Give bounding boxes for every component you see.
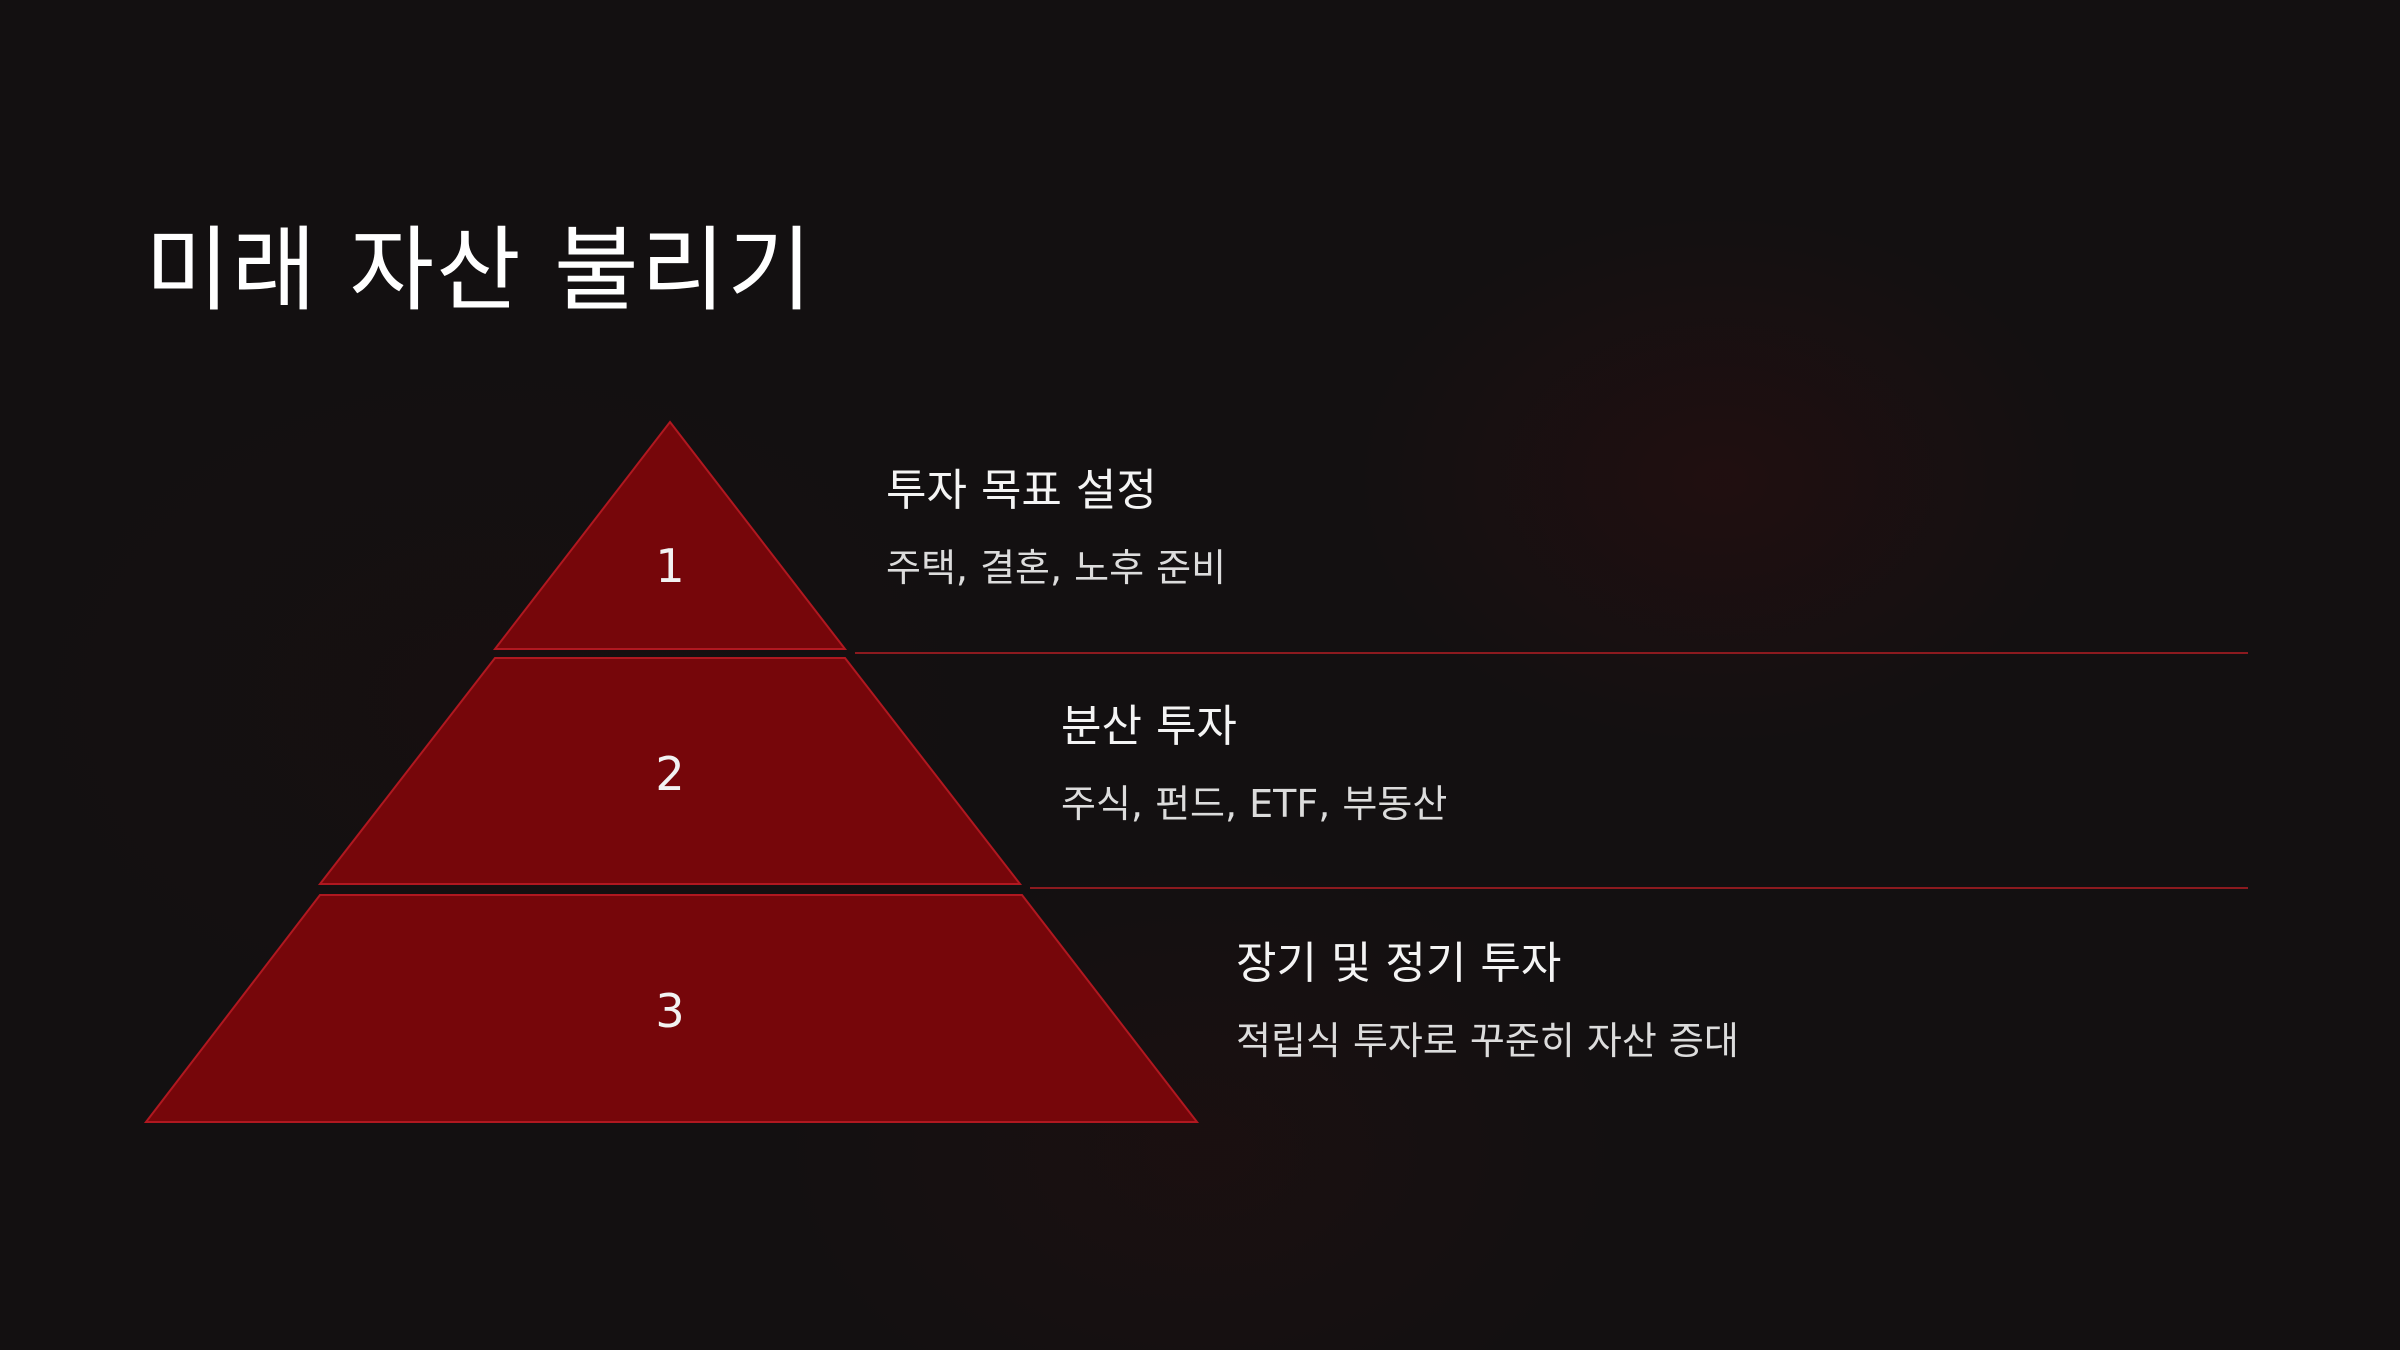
step-2-heading: 분산 투자 <box>1061 701 1237 752</box>
pyramid-tier-1 <box>492 420 848 650</box>
step-3: 장기 및 정기 투자 적립식 투자로 꾸준히 자산 증대 <box>1236 938 1739 1063</box>
step-3-description: 적립식 투자로 꾸준히 자산 증대 <box>1236 1019 1739 1063</box>
step-3-heading: 장기 및 정기 투자 <box>1236 938 1562 989</box>
slide-title: 미래 자산 불리기 <box>145 217 814 324</box>
tier-number-1: 1 <box>655 539 684 593</box>
step-1-heading: 투자 목표 설정 <box>886 465 1157 516</box>
step-2: 분산 투자 주식, 펀드, ETF, 부동산 <box>1061 701 1448 826</box>
tier-number-3: 3 <box>655 984 684 1038</box>
pyramid-tier-2 <box>317 657 1023 885</box>
pyramid-tier-3 <box>143 894 1200 1123</box>
step-2-description: 주식, 펀드, ETF, 부동산 <box>1061 782 1448 826</box>
tier-number-2: 2 <box>655 747 684 801</box>
step-1: 투자 목표 설정 주택, 결혼, 노후 준비 <box>886 465 1227 590</box>
step-1-description: 주택, 결혼, 노후 준비 <box>886 546 1227 590</box>
